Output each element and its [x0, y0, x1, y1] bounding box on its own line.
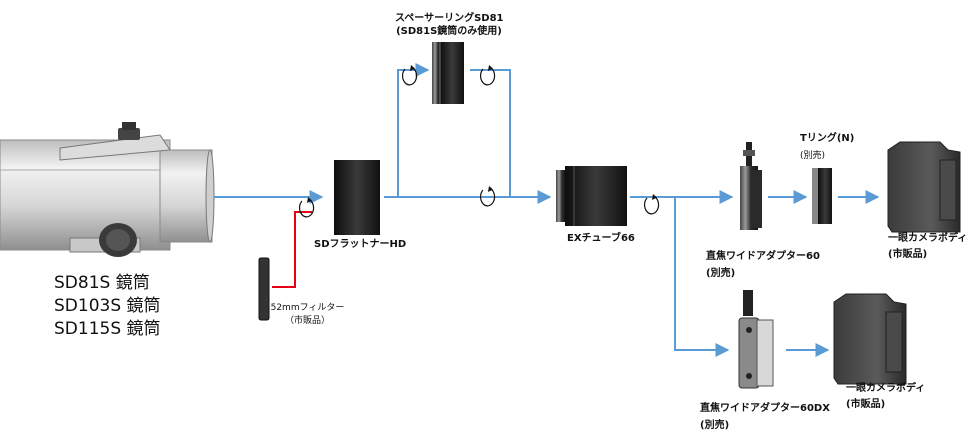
filter-note: （市販品）	[284, 316, 330, 326]
filter-name: 52mmフィルター	[270, 303, 345, 313]
adapter60dx-name: 直焦ワイドアダプター60DX	[700, 403, 830, 414]
filter-label: 52mmフィルター （市販品）	[270, 302, 345, 328]
telescope-tube	[0, 122, 215, 257]
rotate-icon	[298, 196, 315, 218]
flattener-label: SDフラットナーHD	[314, 239, 407, 250]
camera-top	[887, 141, 961, 233]
adapter60-name: 直焦ワイドアダプター60	[706, 251, 820, 262]
filter-connector	[272, 211, 312, 288]
camera-top-label: 一眼カメラボディ (市販品)	[888, 232, 967, 261]
ex-tube-label: EXチューブ66	[567, 233, 635, 244]
telescope-label-1: SD81S 鏡筒	[54, 273, 150, 293]
spacer-note: (SD81S鏡筒のみ使用)	[396, 26, 502, 37]
spacer-name: スペーサーリングSD81	[395, 13, 504, 24]
camera-bottom-note: (市販品)	[846, 399, 886, 410]
flattener	[334, 160, 380, 235]
t-ring-name: Tリング(N)	[800, 133, 855, 144]
adapter60-note: (別売)	[706, 268, 736, 279]
spacer-label: スペーサーリングSD81 (SD81S鏡筒のみ使用)	[395, 12, 504, 38]
path-lines	[214, 63, 880, 357]
filter	[258, 257, 270, 321]
camera-bottom	[833, 293, 907, 385]
adapter60-label: 直焦ワイドアダプター60 (別売)	[706, 250, 820, 280]
adapter60dx-note: (別売)	[700, 420, 730, 431]
spacer-ring	[432, 42, 464, 104]
telescope-label-2: SD103S 鏡筒	[54, 296, 161, 316]
rotate-icon	[479, 64, 496, 86]
t-ring-label: Tリング(N) (別売)	[800, 132, 854, 163]
t-ring-note: (別売)	[800, 151, 826, 161]
camera-top-name: 一眼カメラボディ	[888, 233, 968, 244]
ex-tube	[556, 166, 627, 226]
adapter60	[740, 142, 762, 230]
rotate-icon	[479, 185, 496, 207]
camera-bottom-name: 一眼カメラボディ	[846, 383, 926, 394]
rotate-icon	[401, 64, 418, 86]
adapter60dx-label: 直焦ワイドアダプター60DX (別売)	[700, 402, 830, 432]
camera-top-note: (市販品)	[888, 249, 928, 260]
camera-bottom-label: 一眼カメラボディ (市販品)	[846, 382, 925, 411]
adapter60dx	[738, 290, 774, 389]
t-ring	[812, 168, 832, 224]
telescope-label-3: SD115S 鏡筒	[54, 319, 161, 339]
